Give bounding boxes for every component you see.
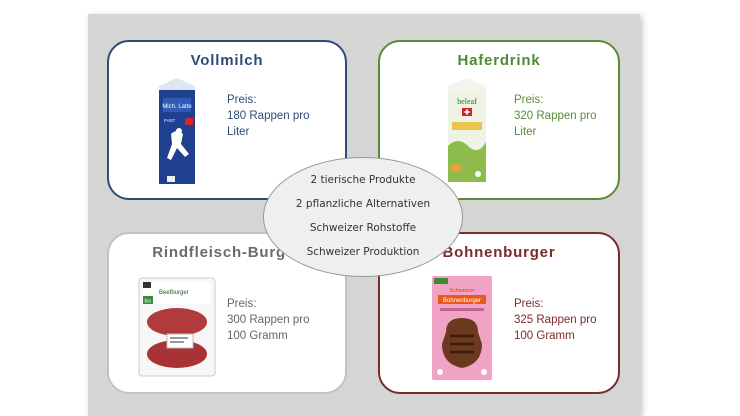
- price-unit: Liter: [227, 126, 250, 138]
- price-unit: 100 Gramm: [514, 330, 575, 342]
- bean-brand-top-text: Schweizer: [449, 288, 475, 294]
- center-line-1: 2 tierische Produkte: [310, 174, 416, 186]
- beef-burger-package-image: Beefburger bio: [138, 277, 216, 377]
- price-label: Preis:: [227, 298, 257, 310]
- price-value: 300 Rappen pro: [227, 314, 310, 326]
- product-title: Vollmilch: [190, 52, 264, 69]
- center-line-3: Schweizer Rohstoffe: [309, 222, 417, 234]
- bean-brand-text: Bohnenburger: [443, 298, 481, 304]
- milk-carton-image: Mich. Latte FAST: [159, 78, 195, 184]
- center-ellipse: 2 tierische Produkte 2 pflanzliche Alter…: [263, 157, 463, 277]
- product-card-haferdrink: Haferdrink beleaf Preis: 320 Rappen pro …: [378, 40, 620, 200]
- product-title: Bohnenburger: [442, 244, 556, 261]
- price-label: Preis:: [514, 94, 544, 106]
- product-card-vollmilch: Vollmilch Mich. Latte FAST Preis: 180 Ra…: [107, 40, 347, 200]
- price-value: 180 Rappen pro: [227, 110, 310, 122]
- milk-type-text: FAST: [164, 118, 176, 123]
- price-text: Preis: 320 Rappen pro Liter: [514, 92, 624, 140]
- oat-brand-text: beleaf: [457, 97, 477, 106]
- price-unit: Liter: [514, 126, 537, 138]
- product-title: Rindfleisch-Burger: [152, 244, 302, 261]
- price-value: 325 Rappen pro: [514, 314, 597, 326]
- center-line-4: Schweizer Produktion: [306, 246, 420, 258]
- price-unit: 100 Gramm: [227, 330, 288, 342]
- price-label: Preis:: [514, 298, 544, 310]
- oat-drink-carton-image: beleaf: [448, 78, 486, 182]
- beef-brand-text: Beefburger: [159, 290, 189, 296]
- product-title: Haferdrink: [457, 52, 541, 69]
- milk-brand-text: Mich. Latte: [162, 104, 192, 110]
- bio-label: bio: [145, 299, 152, 305]
- price-text: Preis: 325 Rappen pro 100 Gramm: [514, 296, 624, 344]
- price-text: Preis: 180 Rappen pro Liter: [227, 92, 337, 140]
- price-text: Preis: 300 Rappen pro 100 Gramm: [227, 296, 337, 344]
- center-line-2: 2 pflanzliche Alternativen: [295, 198, 431, 210]
- price-label: Preis:: [227, 94, 257, 106]
- bean-burger-package-image: Schweizer Bohnenburger: [432, 276, 492, 380]
- price-value: 320 Rappen pro: [514, 110, 597, 122]
